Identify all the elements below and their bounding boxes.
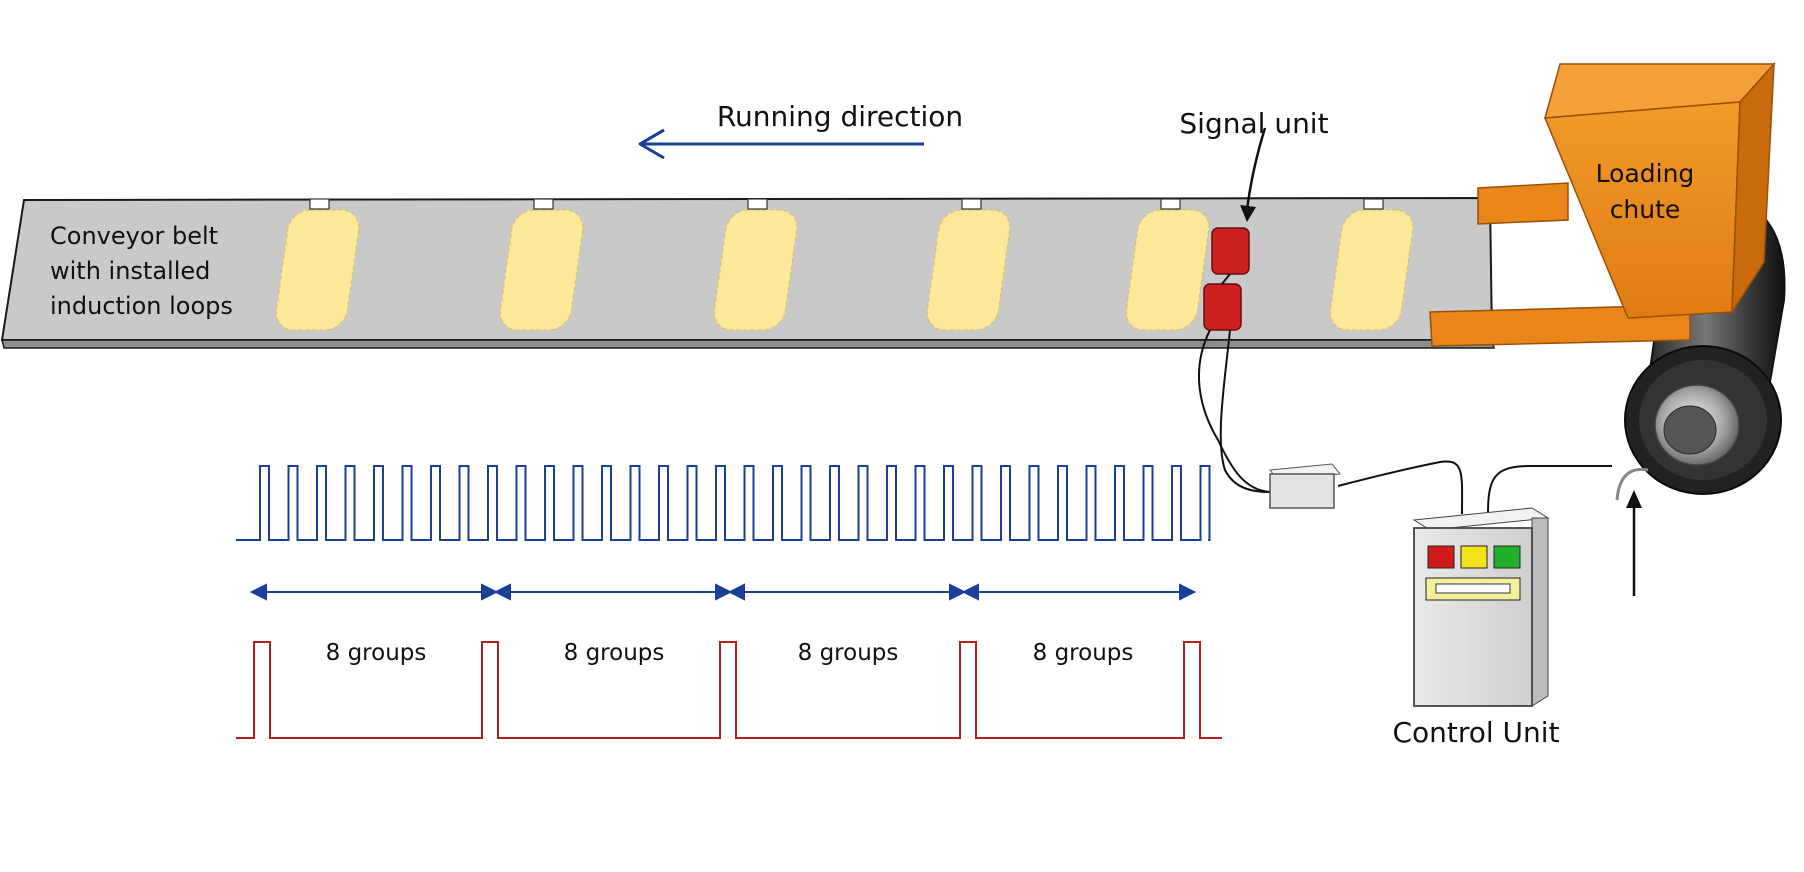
red-lamp-icon (1427, 545, 1455, 569)
signal-unit-label: Signal unit (1179, 107, 1328, 140)
conveyor-label-line1: Conveyor belt (50, 222, 218, 250)
running-direction-label: Running direction (717, 100, 963, 133)
group-label: 8 groups (798, 640, 899, 666)
signal-unit-pointer-arrow (1240, 127, 1267, 222)
running-direction-arrow (638, 128, 924, 160)
induction-loops (275, 198, 1414, 331)
induction-loop (713, 198, 798, 331)
loading-chute-label-line1: Loading (1596, 159, 1695, 188)
loading-chute (1429, 61, 1776, 347)
junction-box (1269, 463, 1341, 509)
signal-cables (1198, 329, 1612, 515)
induction-loop (1329, 198, 1414, 331)
induction-loop (275, 198, 360, 331)
yellow-lamp-icon (1460, 545, 1488, 569)
control-unit-cabinet[interactable] (1412, 507, 1550, 707)
green-lamp-icon (1493, 545, 1521, 569)
group-label: 8 groups (326, 640, 427, 666)
group-span-arrows (249, 583, 1197, 601)
induction-loop (1125, 198, 1210, 331)
roller-pointer-arrow (1626, 490, 1642, 596)
signal-unit[interactable] (1203, 227, 1250, 331)
control-unit-label: Control Unit (1392, 716, 1559, 749)
group-pulse-train (236, 641, 1222, 739)
loop-pulse-train (236, 465, 1211, 541)
loading-chute-label-line2: chute (1610, 195, 1681, 224)
conveyor-label-line2: with installed (50, 257, 210, 285)
induction-loop (499, 198, 584, 331)
conveyor-label-line3: induction loops (50, 292, 233, 320)
group-label: 8 groups (564, 640, 665, 666)
group-label: 8 groups (1033, 640, 1134, 666)
induction-loop (926, 198, 1011, 331)
